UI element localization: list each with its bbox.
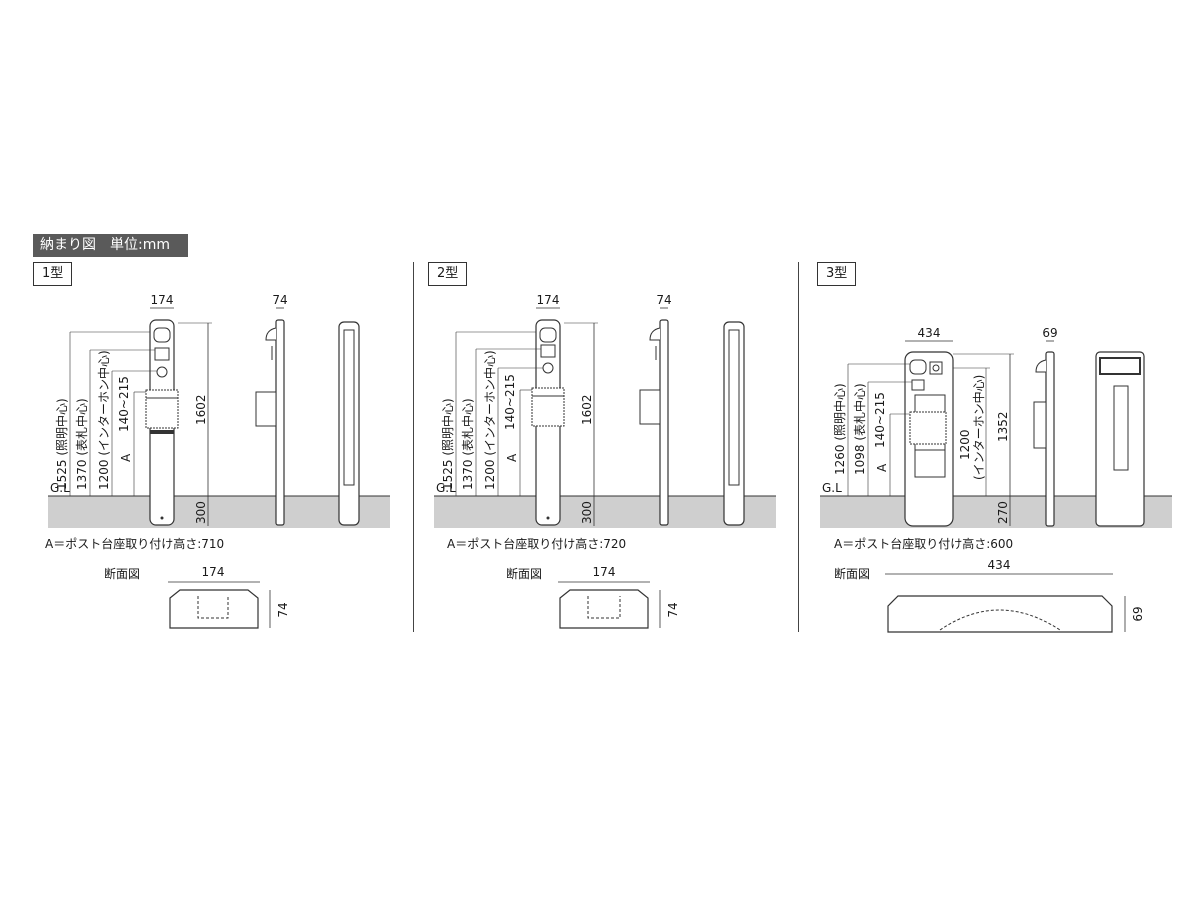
back-view-pole [1095, 351, 1145, 527]
total-height: 1352 [996, 411, 1010, 442]
type-label-3: 3型 [817, 262, 857, 286]
panel-type-2: G.L 174 1525 (照明中心) 1370 (表札中心) 1200 (イン… [434, 293, 776, 629]
dim-intercom-1: 1200 [958, 429, 972, 460]
section-width: 174 [202, 565, 225, 579]
front-view-pole [145, 319, 179, 526]
dim-lighting: 1260 (照明中心) [832, 383, 847, 475]
mount-note: A＝ポスト台座取り付け高さ:600 [834, 536, 1013, 551]
ground-hatch [48, 496, 390, 528]
dim-range: 140~215 [873, 392, 887, 448]
mount-note: A＝ポスト台座取り付け高さ:720 [447, 536, 626, 551]
dim-intercom: 1200 (インターホン中心) [96, 350, 111, 490]
dim-nameplate: 1370 (表札中心) [460, 398, 475, 490]
ground-hatch [434, 496, 776, 528]
dim-nameplate: 1370 (表札中心) [74, 398, 89, 490]
section-label: 断面図 [834, 566, 870, 581]
section-width: 434 [988, 558, 1011, 572]
ground-label: G.L [50, 481, 70, 495]
back-view-pole [723, 321, 745, 526]
type-label-2: 2型 [428, 262, 468, 286]
dim-a: A [875, 463, 889, 472]
embed-depth: 300 [194, 501, 208, 524]
front-width: 434 [918, 326, 941, 340]
panel-type-3: G.L 434 1260 (照明中心) 1098 (表札中心) 140~215 … [820, 326, 1172, 633]
dim-a: A [119, 453, 133, 462]
panel-divider [413, 262, 414, 632]
mount-note: A＝ポスト台座取り付け高さ:710 [45, 536, 224, 551]
section-profile [169, 589, 259, 629]
dim-lighting: 1525 (照明中心) [54, 398, 69, 490]
panel-divider [798, 262, 799, 632]
total-height: 1602 [580, 394, 594, 425]
section-label: 断面図 [506, 566, 542, 581]
ground-label: G.L [822, 481, 842, 495]
side-view-pole [1033, 351, 1055, 527]
dim-a: A [505, 453, 519, 462]
section-depth: 74 [276, 602, 290, 617]
ground-label: G.L [436, 481, 456, 495]
dim-range: 140~215 [503, 374, 517, 430]
dim-intercom-2: (インターホン中心) [971, 375, 986, 480]
side-view-pole [639, 319, 669, 526]
section-label: 断面図 [104, 566, 140, 581]
panel-type-1: G.L 174 1525 (照明中心) 1370 (表札中心) 1200 (イン… [45, 293, 390, 629]
dim-range: 140~215 [117, 376, 131, 432]
section-width: 174 [593, 565, 616, 579]
type-label-1: 1型 [33, 262, 73, 286]
front-view-pole [531, 319, 565, 526]
dim-intercom: 1200 (インターホン中心) [482, 350, 497, 490]
side-view-pole [255, 319, 285, 526]
back-view-pole [338, 321, 360, 526]
embed-depth: 300 [580, 501, 594, 524]
front-width: 174 [537, 293, 560, 307]
section-depth: 74 [666, 602, 680, 617]
total-height: 1602 [194, 394, 208, 425]
section-profile [887, 595, 1113, 633]
front-width: 174 [151, 293, 174, 307]
dim-nameplate: 1098 (表札中心) [852, 383, 867, 475]
embed-depth: 270 [996, 501, 1010, 524]
front-view-pole [904, 351, 954, 527]
side-width: 69 [1042, 326, 1057, 340]
section-profile [559, 589, 649, 629]
section-depth: 69 [1131, 606, 1145, 621]
side-width: 74 [272, 293, 287, 307]
side-width: 74 [656, 293, 671, 307]
dim-lighting: 1525 (照明中心) [440, 398, 455, 490]
drawing-title: 納まり図 単位:mm [33, 234, 188, 257]
